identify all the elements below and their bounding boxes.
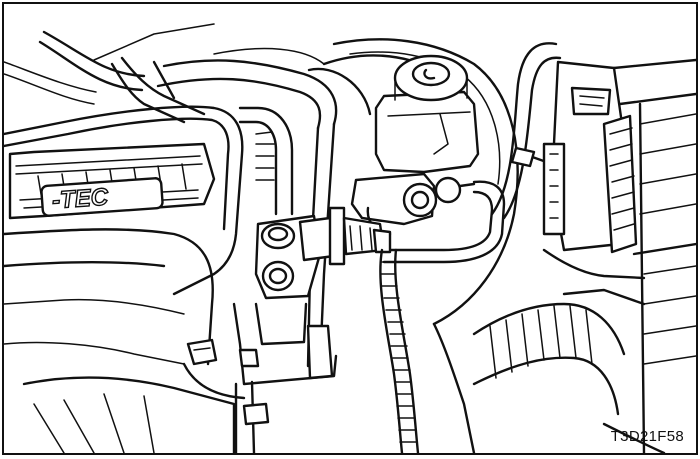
fuse-relay-block — [542, 58, 696, 453]
engine-bay-illustration: -TEC — [4, 23, 696, 453]
bolt-center — [238, 348, 260, 368]
master-cylinder — [350, 54, 480, 236]
lower-mount — [182, 302, 338, 453]
sensor-bracket — [254, 206, 392, 300]
engine-badge-text: -TEC — [51, 184, 109, 215]
background-harness — [4, 23, 215, 124]
engine-badge: -TEC — [40, 177, 164, 217]
badge-plate — [40, 177, 164, 217]
bolt-lower — [242, 402, 270, 426]
upper-hose — [152, 59, 372, 130]
figure-code: T3D21F58 — [610, 428, 684, 445]
wiring-loom — [379, 248, 420, 453]
brake-lines — [382, 42, 562, 264]
intake-duct — [432, 302, 666, 453]
bolt-left — [186, 338, 218, 366]
engine-block — [4, 105, 244, 453]
